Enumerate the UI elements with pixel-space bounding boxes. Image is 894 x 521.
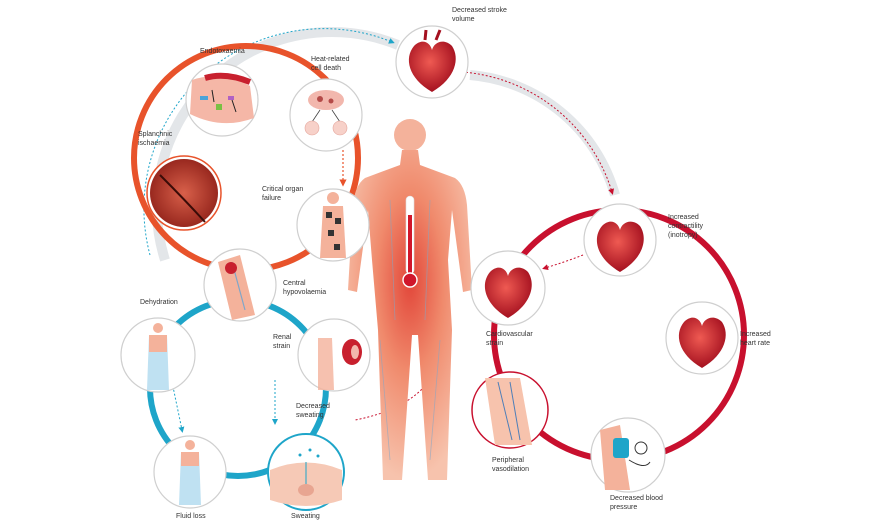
kidney-icon	[318, 338, 362, 390]
label-endotoxaemia: Endotoxaemia	[200, 48, 245, 55]
fluid-loss-body-icon	[179, 440, 201, 505]
intestine-icon	[150, 159, 218, 227]
node-endotoxaemia	[185, 63, 259, 137]
heart-icon	[596, 221, 644, 272]
node-renal-strain	[297, 318, 371, 392]
sweat-gland-icon	[270, 448, 342, 506]
label-cardiovascular-strain: Cardiovascular strain	[486, 331, 533, 347]
label-decreased-blood-pressure: Decreased blood pressure	[610, 495, 663, 511]
label-decreased-stroke-volume: Decreased stroke volume	[452, 7, 507, 23]
node-dehydration	[120, 317, 196, 393]
node-splanchnic-ischaemia	[146, 155, 222, 231]
label-fluid-loss: Fluid loss	[176, 513, 206, 520]
label-heat-related-cell-death: Heat-related cell death	[311, 56, 350, 72]
leg-vessel-icon	[485, 378, 532, 445]
label-increased-contractility: Increased contractility (inotropy)	[668, 214, 704, 239]
node-cardiovascular-strain	[470, 250, 546, 326]
node-decreased-stroke-volume	[395, 25, 469, 99]
blue-arrow-left	[171, 381, 185, 433]
label-increased-heart-rate: Increased heart rate	[740, 331, 771, 347]
node-increased-heart-rate	[665, 301, 739, 375]
node-central-hypovolaemia	[203, 248, 277, 322]
arm-vessel-icon	[218, 255, 255, 320]
heart-icon	[408, 29, 456, 92]
node-heat-related-cell-death	[289, 78, 363, 152]
label-peripheral-vasodilation: Peripheral vasodilation	[492, 457, 529, 473]
label-decreased-sweating: Decreased sweating	[296, 403, 330, 419]
node-increased-contractility	[583, 203, 657, 277]
node-fluid-loss	[153, 435, 227, 509]
gut-vessel-icon	[190, 72, 254, 124]
node-critical-organ-failure	[296, 188, 370, 262]
label-sweating: Sweating	[291, 513, 320, 520]
dehydrated-body-icon	[147, 323, 169, 390]
cells-icon	[304, 90, 348, 136]
central-body	[348, 119, 472, 480]
right-dotted-arrow	[461, 71, 614, 195]
label-central-hypovolaemia: Central hypovolaemia	[283, 280, 327, 296]
node-decreased-blood-pressure	[590, 417, 666, 493]
heart-icon	[484, 267, 532, 318]
thermometer-icon	[402, 195, 418, 288]
node-sweating	[267, 433, 345, 511]
label-splanchnic-ischaemia: Splanchnic ischaemia	[138, 131, 173, 147]
red-arrow	[542, 254, 584, 271]
label-dehydration: Dehydration	[140, 299, 178, 306]
blood-pressure-cuff-icon	[600, 425, 651, 490]
node-peripheral-vasodilation	[471, 371, 549, 449]
label-renal-strain: Renal strain	[273, 334, 292, 350]
body-organs-icon	[320, 192, 346, 258]
heart-icon	[678, 317, 726, 368]
label-critical-organ-failure: Critical organ failure	[262, 186, 304, 202]
right-grey-arc	[469, 70, 620, 197]
